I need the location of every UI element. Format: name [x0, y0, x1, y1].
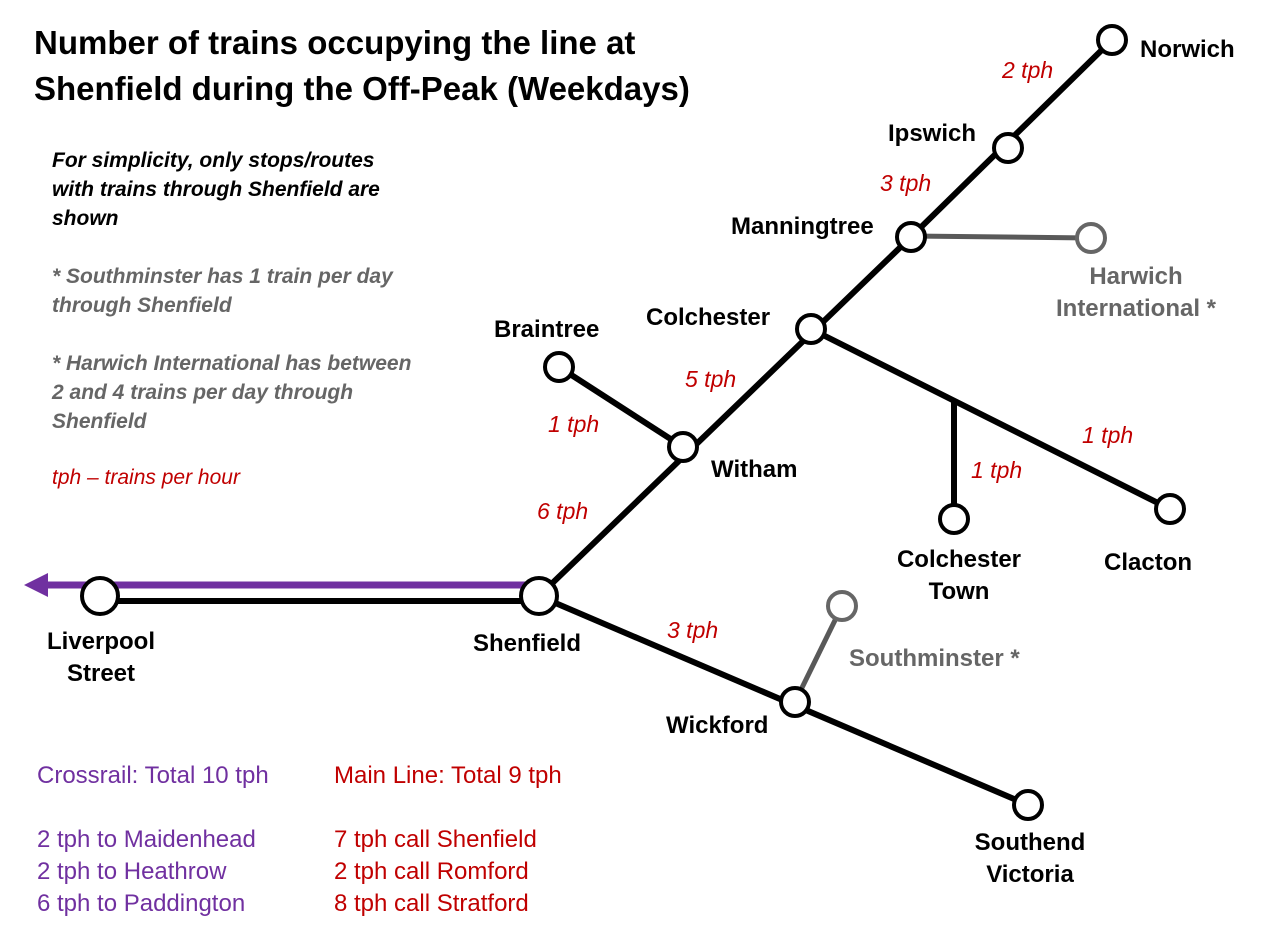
label-colchester: Colchester [646, 304, 770, 331]
tph-clacton: 1 tph [1082, 422, 1133, 448]
line-harwich [910, 233, 1092, 241]
label-norwich: Norwich [1140, 36, 1235, 63]
legend-crossrail-total: Crossrail: Total 10 tph [37, 762, 269, 789]
label-shenfield: Shenfield [473, 630, 581, 657]
label-harwich-1: Harwich [1089, 263, 1182, 290]
station-clacton[interactable] [1154, 493, 1186, 525]
station-colchester[interactable] [795, 313, 827, 345]
stations [80, 24, 1186, 821]
station-harwich[interactable] [1075, 222, 1107, 254]
legend-mainline-item: 8 tph call Stratford [334, 890, 529, 917]
legend-mainline-item: 7 tph call Shenfield [334, 826, 537, 853]
label-liverpool-2: Street [67, 660, 135, 687]
note-tph: tph – trains per hour [52, 466, 241, 489]
tph-shenfield-wickford: 3 tph [667, 617, 718, 643]
label-harwich-2: International * [1056, 295, 1217, 322]
crossrail-arrow-icon [24, 573, 48, 597]
tph-norwich-ipswich: 2 tph [1001, 57, 1053, 83]
label-southend-1: Southend [975, 829, 1086, 856]
line-braintree [557, 364, 685, 450]
legend-crossrail-item: 6 tph to Paddington [37, 890, 245, 917]
legend-mainline-total: Main Line: Total 9 tph [334, 762, 562, 789]
note-simplicity-3: shown [52, 207, 119, 230]
note-harwich-1: * Harwich International has between [52, 352, 411, 375]
label-witham: Witham [711, 456, 797, 483]
line-manningtree-shenfield [536, 234, 914, 599]
station-norwich[interactable] [1096, 24, 1128, 56]
station-shenfield[interactable] [519, 576, 559, 616]
line-clacton [809, 326, 1172, 512]
note-southminster-2: through Shenfield [52, 294, 233, 317]
label-wickford: Wickford [666, 712, 768, 739]
station-manningtree[interactable] [895, 221, 927, 253]
title-line-1: Number of trains occupying the line at [34, 24, 635, 61]
legend-crossrail-item: 2 tph to Heathrow [37, 858, 227, 885]
tph-witham-shenfield: 6 tph [537, 498, 588, 524]
label-southminster: Southminster * [849, 645, 1020, 672]
legend-mainline-item: 2 tph call Romford [334, 858, 529, 885]
note-southminster-1: * Southminster has 1 train per day [52, 265, 394, 288]
tph-braintree-witham: 1 tph [548, 411, 599, 437]
station-braintree[interactable] [543, 351, 575, 383]
note-simplicity-2: with trains through Shenfield are [52, 178, 380, 201]
label-southend-2: Victoria [986, 861, 1074, 888]
label-manningtree: Manningtree [731, 213, 874, 240]
label-colchester-town-1: Colchester [897, 546, 1021, 573]
line-southminster [792, 604, 845, 704]
title-line-2: Shenfield during the Off-Peak (Weekdays) [34, 70, 690, 107]
legend-crossrail-item: 2 tph to Maidenhead [37, 826, 256, 853]
station-liverpool-street[interactable] [80, 576, 120, 616]
label-liverpool-1: Liverpool [47, 628, 155, 655]
note-harwich-3: Shenfield [52, 410, 148, 433]
label-colchester-town-2: Town [929, 578, 990, 605]
label-ipswich: Ipswich [888, 120, 976, 147]
station-southend[interactable] [1012, 789, 1044, 821]
note-simplicity-1: For simplicity, only stops/routes [52, 149, 374, 172]
station-colchester-town[interactable] [938, 503, 970, 535]
station-southminster[interactable] [826, 590, 858, 622]
station-wickford[interactable] [779, 686, 811, 718]
tph-ipswich-manningtree: 3 tph [880, 170, 931, 196]
tph-colchester-town: 1 tph [971, 457, 1022, 483]
note-harwich-2: 2 and 4 trains per day through [51, 381, 353, 404]
tph-colchester-witham: 5 tph [685, 366, 736, 392]
label-braintree: Braintree [494, 316, 599, 343]
station-ipswich[interactable] [992, 132, 1024, 164]
label-clacton: Clacton [1104, 549, 1192, 576]
station-witham[interactable] [667, 431, 699, 463]
